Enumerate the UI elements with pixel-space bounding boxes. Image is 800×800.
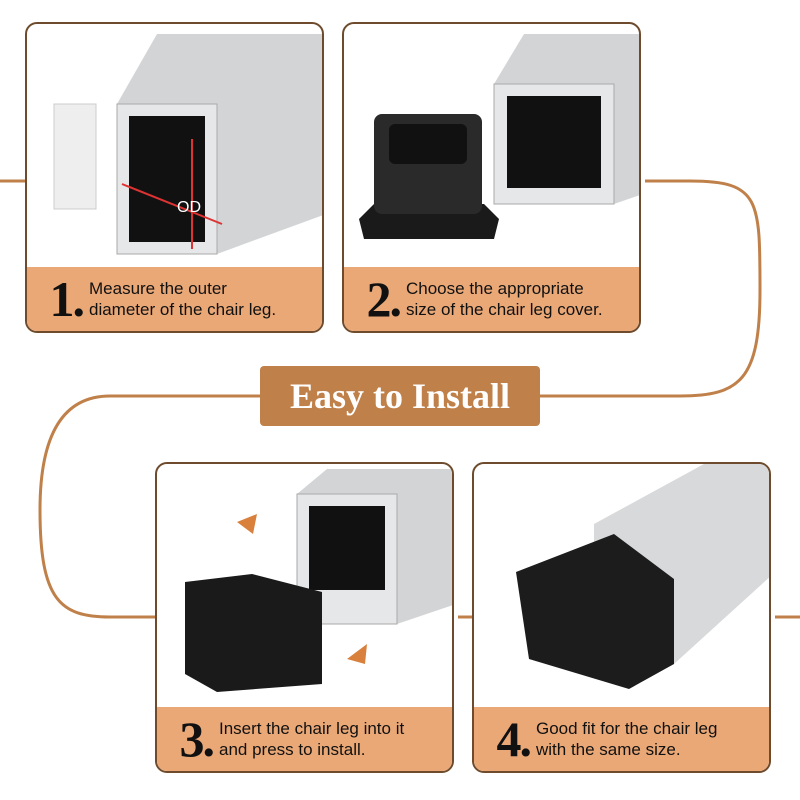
caption-line: size of the chair leg cover.	[406, 300, 603, 319]
step-number: 4.	[496, 711, 533, 767]
step-4-panel: 4. Good fit for the chair leg with the sa…	[472, 462, 771, 773]
caption-line: Insert the chair leg into it	[219, 719, 405, 738]
installed-cover-illustration	[516, 464, 769, 689]
measure-leg-illustration	[53, 34, 322, 255]
caption-line: Good fit for the chair leg	[536, 719, 718, 738]
step-number: 3.	[179, 711, 216, 767]
page-title: Easy to Install	[260, 366, 540, 426]
caption-line: and press to install.	[219, 740, 366, 759]
caption-line: with the same size.	[536, 740, 681, 759]
caption-line: diameter of the chair leg.	[89, 300, 277, 319]
caption-line: Measure the outer	[89, 279, 227, 298]
step-3-caption: 3. Insert the chair leg into it and press…	[157, 707, 452, 771]
step-1-panel: OD 1. Measure the outer diameter of the c…	[25, 22, 324, 333]
leg-and-cover-illustration	[359, 34, 639, 239]
step-1-caption: 1. Measure the outer diameter of the chai…	[27, 267, 322, 331]
step-4-caption: 4. Good fit for the chair leg with the sa…	[474, 707, 769, 771]
step-number: 1.	[49, 271, 86, 327]
arrow-icon	[237, 514, 257, 534]
arrow-icon	[347, 644, 367, 664]
caption-line: Choose the appropriate	[406, 279, 584, 298]
step-number: 2.	[366, 271, 403, 327]
step-3-panel: 3. Insert the chair leg into it and press…	[155, 462, 454, 773]
od-label: OD	[177, 199, 201, 216]
step-2-caption: 2. Choose the appropriate size of the cha…	[344, 267, 639, 331]
insert-cover-illustration	[185, 469, 452, 692]
step-2-panel: 2. Choose the appropriate size of the cha…	[342, 22, 641, 333]
